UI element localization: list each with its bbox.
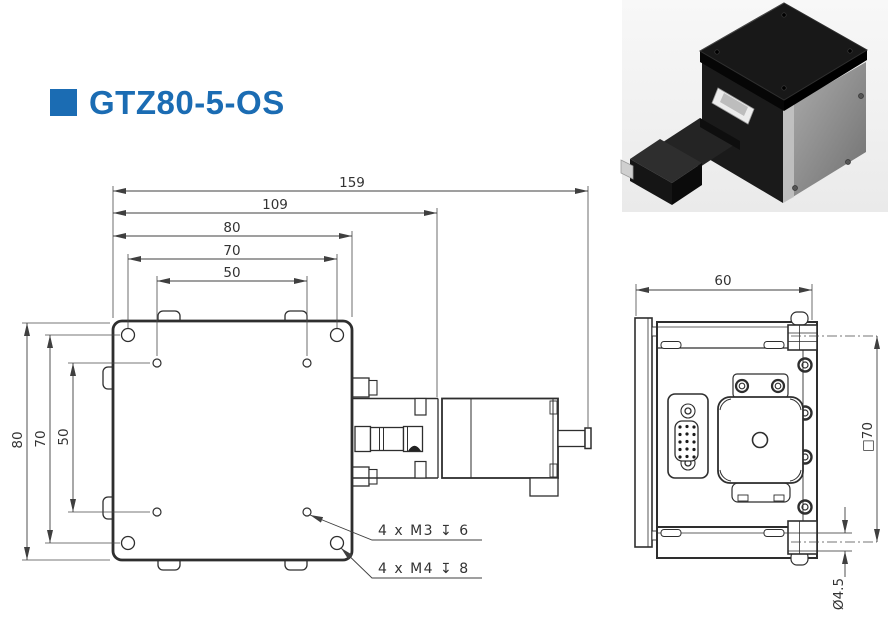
moving-table — [717, 396, 804, 484]
motor-arm — [620, 118, 740, 205]
dim-label-50h: 50 — [223, 265, 240, 281]
stage-plate-outline — [111, 319, 354, 562]
m4-hole — [120, 327, 136, 343]
stepper-motor — [437, 397, 592, 497]
bottom-clamp — [787, 520, 852, 566]
m4-hole — [329, 327, 345, 343]
motor-bracket — [352, 397, 438, 479]
dim-label-80v: 80 — [10, 431, 26, 448]
center-hole — [751, 431, 769, 449]
dim-label-70h: 70 — [223, 243, 240, 259]
motor-shaft-tip — [620, 159, 634, 180]
motor-shaft — [557, 429, 586, 448]
title-block: GTZ80-5-OS — [50, 86, 285, 119]
base-plate-edge — [634, 317, 653, 548]
photo-dsub-connector — [711, 87, 755, 125]
dim-label-hole-diameter: Ø4.5 — [831, 578, 847, 610]
m4-hole — [329, 535, 345, 551]
dim-label-60: 60 — [714, 273, 731, 289]
m3-hole — [302, 507, 312, 517]
cap-screws — [797, 357, 813, 515]
m3-hole — [152, 358, 162, 368]
dim-label-159: 159 — [339, 175, 365, 191]
stage-body-right-face — [783, 62, 866, 203]
coupling — [354, 425, 424, 453]
m4-hole — [120, 535, 136, 551]
product-photo — [620, 0, 888, 212]
page-title: GTZ80-5-OS — [89, 84, 285, 121]
m3-hole — [152, 507, 162, 517]
top-view: 159 109 80 70 50 80 70 50 4 x M3 ↧ 6 4 x… — [10, 175, 592, 579]
title-marker-square — [50, 89, 77, 116]
dim-label-80h: 80 — [223, 220, 240, 236]
stage-top-plate — [699, 2, 868, 111]
thread-note-m3: 4 x M3 ↧ 6 — [378, 523, 470, 539]
motor-foot — [529, 477, 559, 497]
side-view: 60 □70 Ø4.5 — [634, 273, 880, 610]
top-clamp — [787, 311, 818, 351]
dim-label-50v: 50 — [56, 428, 72, 445]
dim-label-109: 109 — [262, 197, 288, 213]
thread-note-m4: 4 x M4 ↧ 8 — [378, 561, 470, 577]
dim-label-square70: □70 — [860, 422, 876, 452]
m3-hole — [302, 358, 312, 368]
dsub-pins — [678, 424, 696, 459]
dsub-connector — [667, 393, 709, 479]
dim-label-70v: 70 — [33, 430, 49, 447]
